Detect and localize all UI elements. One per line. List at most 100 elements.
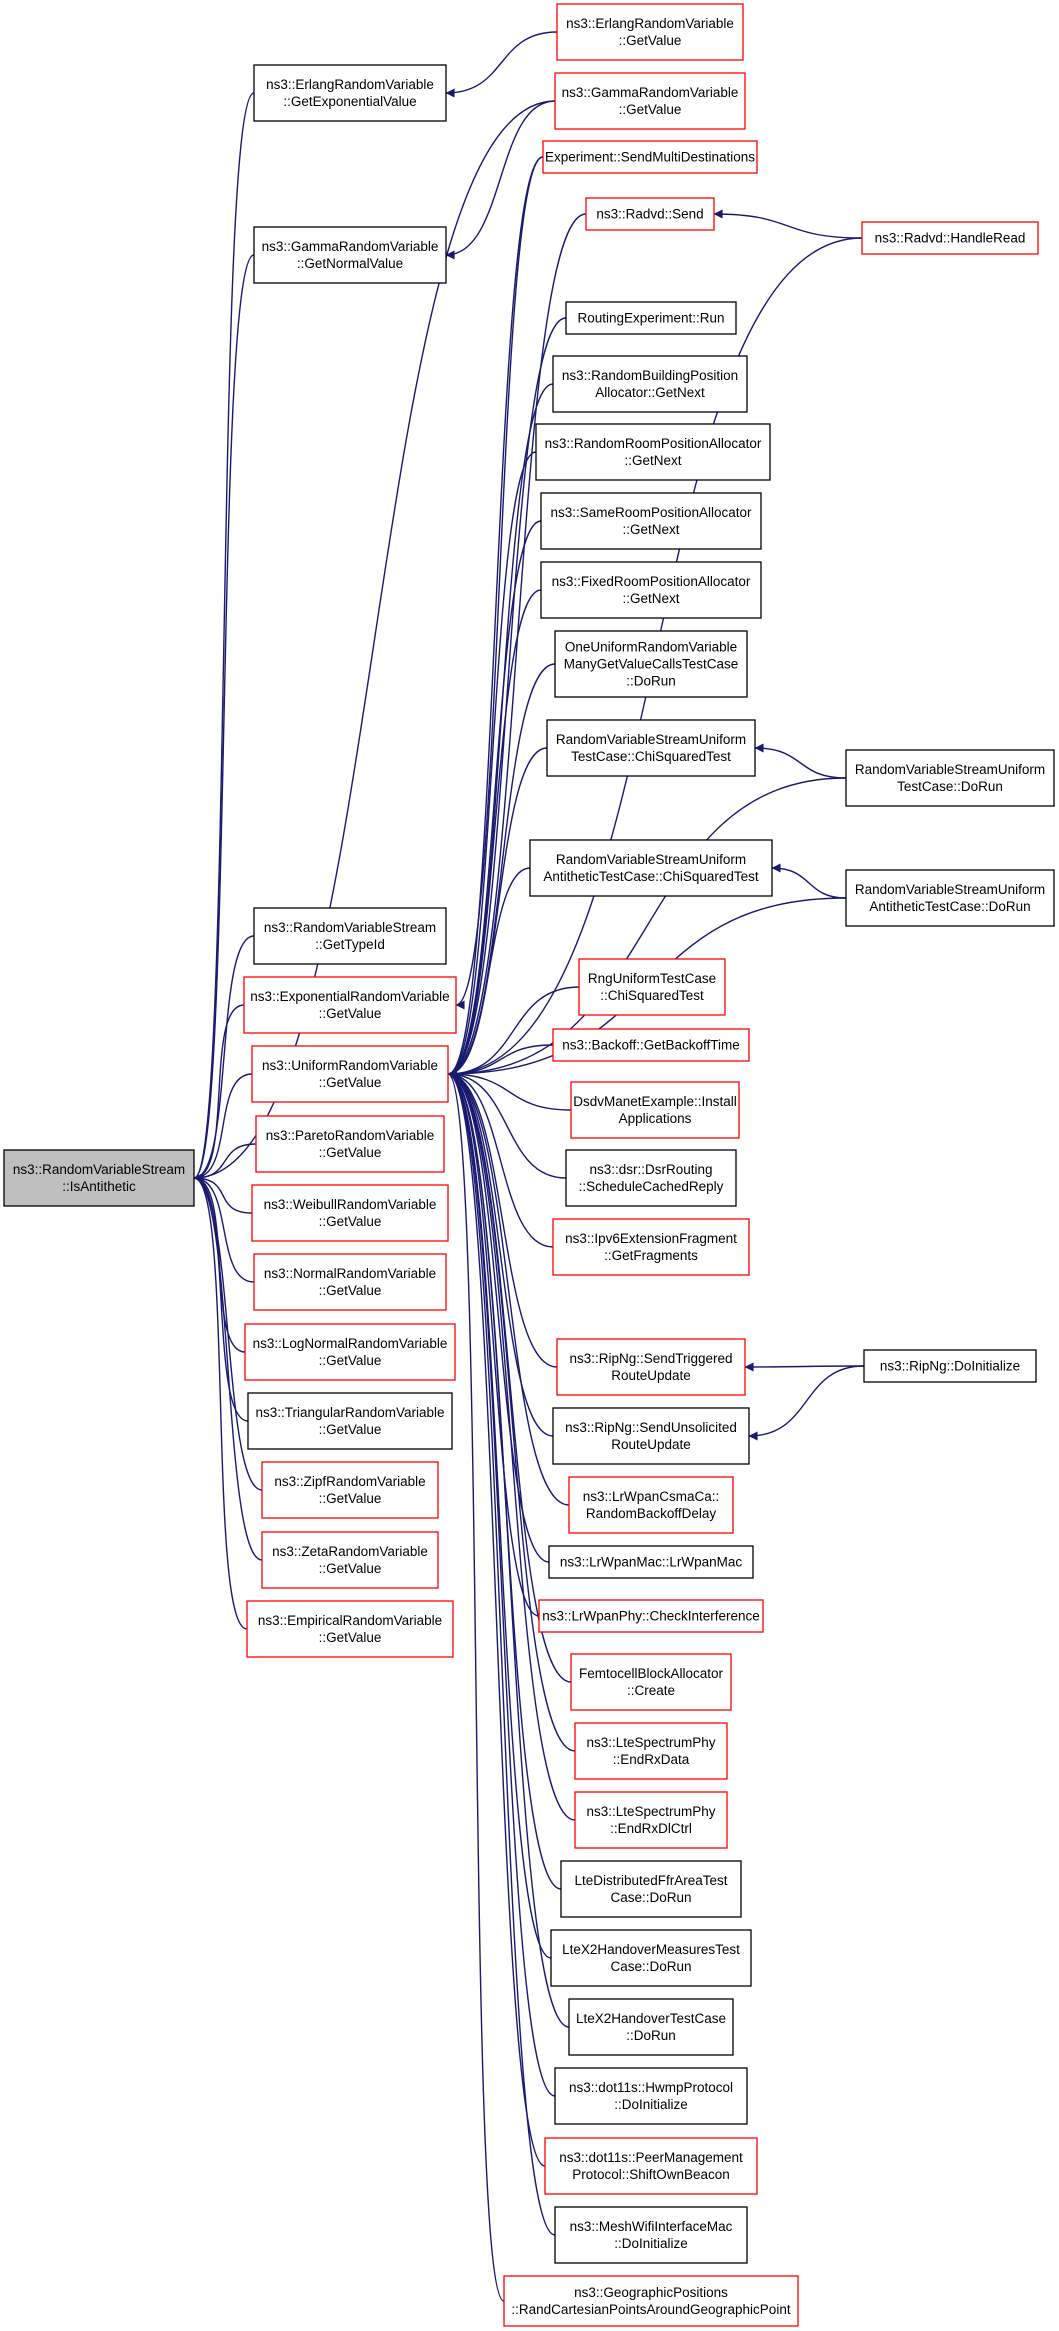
- node-label-line: Applications: [619, 1111, 692, 1126]
- function-node-geo_pos[interactable]: ns3::GeographicPositions::RandCartesianP…: [503, 2275, 799, 2327]
- edge-ripng_trig-to-uni_val: [447, 1069, 558, 1368]
- node-box: [535, 423, 771, 481]
- node-label-line: ns3::NormalRandomVariable: [264, 1266, 436, 1281]
- node-label-line: ns3::RandomBuildingPosition: [562, 368, 738, 383]
- edge-geo_pos-to-uni_val: [447, 1069, 505, 2302]
- node-label-line: ns3::RandomVariableStream: [264, 920, 436, 935]
- function-node-one_uni[interactable]: OneUniformRandomVariableManyGetValueCall…: [554, 630, 748, 698]
- function-node-rbpa[interactable]: ns3::RandomBuildingPositionAllocator::Ge…: [552, 355, 748, 413]
- function-node-rng_chi[interactable]: RngUniformTestCase::ChiSquaredTest: [578, 958, 726, 1016]
- function-node-dsr[interactable]: ns3::dsr::DsrRouting::ScheduleCachedRepl…: [565, 1149, 737, 1207]
- node-label-line: RandomVariableStreamUniform: [556, 732, 746, 747]
- function-node-hwmp[interactable]: ns3::dot11s::HwmpProtocol::DoInitialize: [554, 2067, 748, 2125]
- node-label-line: LteX2HandoverTestCase: [576, 2011, 726, 2026]
- node-box: [570, 1653, 732, 1711]
- node-label-line: ns3::GammaRandomVariable: [262, 239, 439, 254]
- function-node-lognormal_val[interactable]: ns3::LogNormalRandomVariable::GetValue: [244, 1323, 456, 1381]
- function-node-emp_val[interactable]: ns3::EmpiricalRandomVariable::GetValue: [246, 1600, 454, 1658]
- edge-arrow: [447, 1069, 576, 1821]
- function-node-erlang_exp[interactable]: ns3::ErlangRandomVariable::GetExponentia…: [253, 64, 447, 122]
- node-label-line: ns3::dot11s::PeerManagement: [559, 2150, 743, 2165]
- node-label-line: ns3::LogNormalRandomVariable: [253, 1336, 448, 1351]
- function-node-radvd_read[interactable]: ns3::Radvd::HandleRead: [861, 221, 1039, 255]
- edge-rvs_typeid-to-root: [193, 935, 255, 1183]
- node-box: [261, 1461, 439, 1519]
- function-node-erlang_val[interactable]: ns3::ErlangRandomVariable::GetValue: [556, 3, 744, 61]
- function-node-rvs_typeid[interactable]: ns3::RandomVariableStream::GetTypeId: [253, 907, 447, 965]
- node-box: [542, 140, 758, 174]
- node-box: [554, 630, 748, 698]
- node-box: [845, 749, 1055, 807]
- node-label-line: ns3::ErlangRandomVariable: [266, 77, 434, 92]
- node-label-line: ns3::ZipfRandomVariable: [274, 1474, 425, 1489]
- function-node-ipv6frag[interactable]: ns3::Ipv6ExtensionFragment::GetFragments: [552, 1218, 750, 1276]
- edge-arrow: [447, 1069, 556, 2097]
- function-node-routing_run[interactable]: RoutingExperiment::Run: [565, 301, 737, 335]
- function-node-srpa[interactable]: ns3::SameRoomPositionAllocator::GetNext: [540, 492, 762, 550]
- function-node-normal_val[interactable]: ns3::NormalRandomVariable::GetValue: [253, 1253, 447, 1311]
- edge-frpa-to-uni_val: [447, 589, 542, 1079]
- node-label-line: TestCase::DoRun: [897, 779, 1003, 794]
- edge-ripng_unsol-to-uni_val: [447, 1069, 554, 1437]
- function-node-tri_val[interactable]: ns3::TriangularRandomVariable::GetValue: [247, 1392, 453, 1450]
- node-label-line: DsdvManetExample::Install: [573, 1094, 737, 1109]
- function-node-radvd_send[interactable]: ns3::Radvd::Send: [585, 197, 715, 231]
- function-node-gamma_norm[interactable]: ns3::GammaRandomVariable::GetNormalValue: [253, 226, 447, 284]
- function-node-peer_mgmt[interactable]: ns3::dot11s::PeerManagementProtocol::Shi…: [544, 2137, 758, 2195]
- function-node-ltex2_ho[interactable]: LteX2HandoverTestCase::DoRun: [568, 1998, 734, 2056]
- function-node-lrwpan_mac[interactable]: ns3::LrWpanMac::LrWpanMac: [548, 1545, 754, 1579]
- function-node-femto[interactable]: FemtocellBlockAllocator::Create: [570, 1653, 732, 1711]
- function-node-rvsu_chi[interactable]: RandomVariableStreamUniformTestCase::Chi…: [546, 719, 756, 777]
- node-label-line: ns3::RandomVariableStream: [13, 1162, 185, 1177]
- function-node-lte_rxdata[interactable]: ns3::LteSpectrumPhy::EndRxData: [574, 1722, 728, 1780]
- node-label-line: ::Create: [627, 1683, 675, 1698]
- edge-dsdv-to-uni_val: [447, 1069, 572, 1111]
- function-node-rrpa[interactable]: ns3::RandomRoomPositionAllocator::GetNex…: [535, 423, 771, 481]
- node-label-line: ns3::ParetoRandomVariable: [266, 1128, 435, 1143]
- node-box: [538, 1599, 764, 1633]
- edge-arrow: [193, 1004, 245, 1183]
- function-node-weibull_val[interactable]: ns3::WeibullRandomVariable::GetValue: [251, 1184, 449, 1242]
- edge-hwmp-to-uni_val: [447, 1069, 556, 2097]
- function-node-rvsua_chi[interactable]: RandomVariableStreamUniformAntitheticTes…: [529, 839, 773, 897]
- function-node-exp_val[interactable]: ns3::ExponentialRandomVariable::GetValue: [243, 976, 457, 1034]
- edge-arrow: [447, 1069, 572, 1683]
- edge-gamma_norm-to-root: [193, 254, 255, 1183]
- node-label-line: ::GetValue: [319, 1006, 382, 1021]
- node-label-line: ::DoInitialize: [614, 2097, 688, 2112]
- function-node-rvsua_run[interactable]: RandomVariableStreamUniformAntitheticTes…: [845, 869, 1055, 927]
- node-label-line: ::GetValue: [619, 102, 682, 117]
- function-node-lte_rxdl[interactable]: ns3::LteSpectrumPhy::EndRxDlCtrl: [574, 1791, 728, 1849]
- edge-arrow: [193, 1173, 255, 1283]
- function-node-pareto_val[interactable]: ns3::ParetoRandomVariable::GetValue: [255, 1115, 445, 1173]
- edge-gamma_val-to-root: [193, 100, 556, 1183]
- node-box: [247, 1392, 453, 1450]
- node-label-line: ::GetValue: [319, 1422, 382, 1437]
- function-node-exp_multi[interactable]: Experiment::SendMultiDestinations: [542, 140, 758, 174]
- function-node-backoff[interactable]: ns3::Backoff::GetBackoffTime: [552, 1028, 750, 1062]
- function-node-rvsu_run[interactable]: RandomVariableStreamUniformTestCase::DoR…: [845, 749, 1055, 807]
- node-label-line: ns3::RipNg::DoInitialize: [880, 1359, 1020, 1374]
- node-label-line: ManyGetValueCallsTestCase: [564, 657, 739, 672]
- function-node-uni_val[interactable]: ns3::UniformRandomVariable::GetValue: [251, 1045, 449, 1103]
- function-node-frpa[interactable]: ns3::FixedRoomPositionAllocator::GetNext: [540, 561, 762, 619]
- edge-arrow: [447, 1069, 558, 1368]
- function-node-zipf_val[interactable]: ns3::ZipfRandomVariable::GetValue: [261, 1461, 439, 1519]
- node-label-line: ns3::FixedRoomPositionAllocator: [552, 574, 751, 589]
- function-node-lrwpan_phy[interactable]: ns3::LrWpanPhy::CheckInterference: [538, 1599, 764, 1633]
- edge-femto-to-uni_val: [447, 1069, 572, 1683]
- function-node-gamma_val[interactable]: ns3::GammaRandomVariable::GetValue: [554, 72, 746, 130]
- edge-erlang_val-to-erlang_exp: [445, 31, 558, 98]
- function-node-ripng_init[interactable]: ns3::RipNg::DoInitialize: [863, 1349, 1037, 1383]
- function-node-mesh_wifi[interactable]: ns3::MeshWifiInterfaceMac::DoInitialize: [554, 2206, 748, 2264]
- edge-rvsua_run-to-rvsua_chi: [771, 863, 847, 899]
- edge-ltex2_ho-to-uni_val: [447, 1069, 570, 2028]
- function-node-zeta_val[interactable]: ns3::ZetaRandomVariable::GetValue: [261, 1531, 439, 1589]
- edge-arrow: [193, 1073, 253, 1183]
- function-node-lrwpan_csma[interactable]: ns3::LrWpanCsmaCa::RandomBackoffDelay: [568, 1476, 734, 1534]
